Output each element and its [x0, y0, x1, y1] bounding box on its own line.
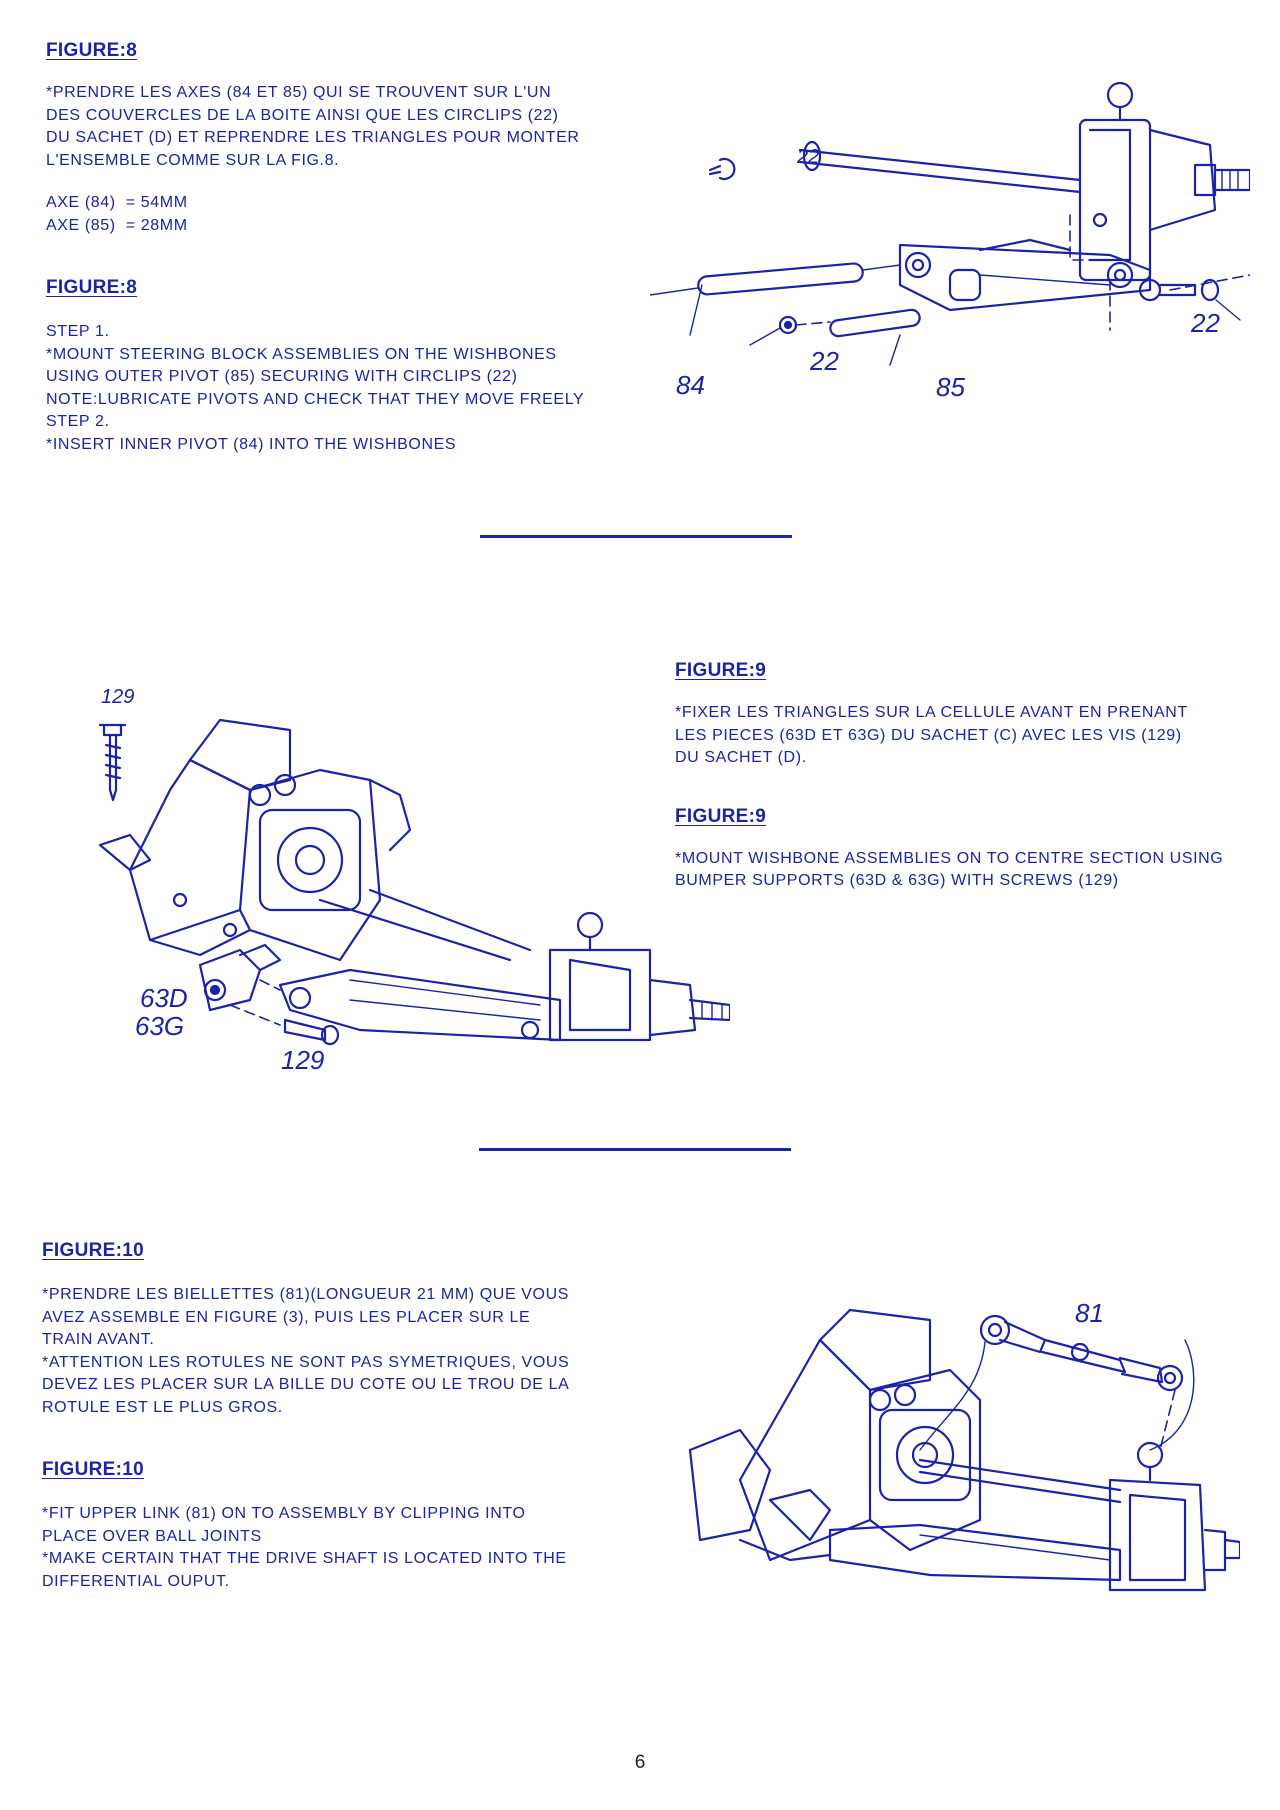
- fig10-fr-heading: FIGURE:10: [42, 1240, 144, 1261]
- divider-2: [479, 1148, 791, 1151]
- fig10-assembly-diagram: [680, 1300, 1240, 1620]
- fig9-text-block: FIGURE:9 *FIXER LES TRIANGLES SUR LA CEL…: [675, 660, 1275, 893]
- fig8-fr-heading: FIGURE:8: [46, 40, 138, 61]
- fig9-callout-63g: 63G: [135, 1011, 185, 1041]
- fig8-callout-22-top: 22: [797, 146, 820, 168]
- fig10-text-block: FIGURE:10 *PRENDRE LES BIELLETTES (81)(L…: [42, 1240, 682, 1593]
- fig8-callout-84: 84: [676, 370, 705, 400]
- fig8-callout-85: 85: [936, 372, 965, 402]
- fig8-callout-22-right: 22: [1191, 308, 1220, 338]
- fig8-en-heading: FIGURE:8: [46, 277, 138, 298]
- fig9-assembly-diagram: [90, 700, 730, 1080]
- fig9-fr-heading: FIGURE:9: [675, 660, 767, 681]
- fig8-callout-22-lower: 22: [810, 346, 839, 376]
- fig8-fr-text: *PRENDRE LES AXES (84 ET 85) QUI SE TROU…: [46, 84, 580, 169]
- fig9-fr-text: *FIXER LES TRIANGLES SUR LA CELLULE AVAN…: [675, 704, 1188, 766]
- fig10-en-heading: FIGURE:10: [42, 1459, 144, 1480]
- fig10-fr-text: *PRENDRE LES BIELLETTES (81)(LONGUEUR 21…: [42, 1286, 570, 1416]
- page-number: 6: [634, 1752, 646, 1773]
- fig9-callout-129-bottom: 129: [281, 1045, 325, 1075]
- fig9-en-text: *MOUNT WISHBONE ASSEMBLIES ON TO CENTRE …: [675, 849, 1224, 890]
- fig10-callout-81: 81: [1075, 1298, 1104, 1328]
- fig8-en-text: STEP 1. *MOUNT STEERING BLOCK ASSEMBLIES…: [46, 323, 585, 453]
- fig8-text-block: FIGURE:8 *PRENDRE LES AXES (84 ET 85) QU…: [46, 40, 646, 456]
- fig9-callout-63d: 63D: [140, 983, 188, 1013]
- fig9-en-heading: FIGURE:9: [675, 805, 767, 827]
- fig8-exploded-diagram: [650, 70, 1250, 410]
- fig9-callout-129-top: 129: [101, 686, 135, 708]
- divider-1: [480, 535, 792, 538]
- fig8-spec-85: AXE (85) = 28mm: [46, 216, 188, 234]
- fig8-specs: AXE (84) = 54mm AXE (85) = 28mm: [46, 192, 646, 237]
- fig10-en-text: *FIT UPPER LINK (81) ON TO ASSEMBLY BY C…: [42, 1505, 567, 1590]
- fig8-spec-84: AXE (84) = 54mm: [46, 194, 188, 211]
